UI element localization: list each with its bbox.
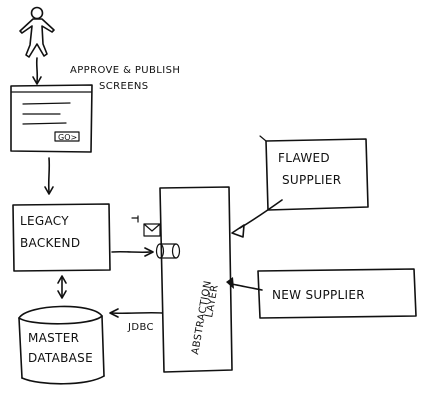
approval-screen-box: GO> <box>10 84 93 153</box>
master-database-cylinder: MASTER DATABASE <box>18 305 105 385</box>
abstraction-layer-box: ABSTRACTION LAYER <box>159 186 233 373</box>
flawed-label-line2: SUPPLIER <box>282 173 341 187</box>
arrow-legacy-to-abstraction <box>111 247 154 257</box>
go-button <box>54 131 80 142</box>
legacy-backend-box: LEGACY BACKEND <box>12 203 111 272</box>
master-label-line1: MASTER <box>28 331 79 345</box>
legacy-label-line2: BACKEND <box>20 236 80 250</box>
arrow-screen-to-legacy <box>44 157 54 195</box>
flawed-supplier-box: FLAWED SUPPLIER <box>259 135 369 211</box>
screens-label: SCREENS <box>99 81 149 92</box>
arrow-jdbc-to-database <box>109 308 163 318</box>
envelope-icon <box>131 215 161 237</box>
user-icon <box>19 6 55 58</box>
master-label-line2: DATABASE <box>28 351 93 365</box>
arrow-legacy-database <box>57 275 67 299</box>
arrow-new-supplier-to-abstraction <box>226 277 263 291</box>
legacy-label-line1: LEGACY <box>20 214 69 228</box>
go-button-label: GO> <box>58 133 77 142</box>
arrow-user-to-screen <box>32 57 42 85</box>
new-supplier-label: NEW SUPPLIER <box>272 288 365 302</box>
connector-cylinder-icon <box>155 243 181 259</box>
new-supplier-box: NEW SUPPLIER <box>257 268 417 319</box>
flawed-label-line1: FLAWED <box>278 151 330 165</box>
arrow-flawed-to-abstraction <box>231 199 283 238</box>
approve-publish-label: APPROVE & PUBLISH <box>70 65 180 76</box>
jdbc-label: JDBC <box>127 322 154 333</box>
